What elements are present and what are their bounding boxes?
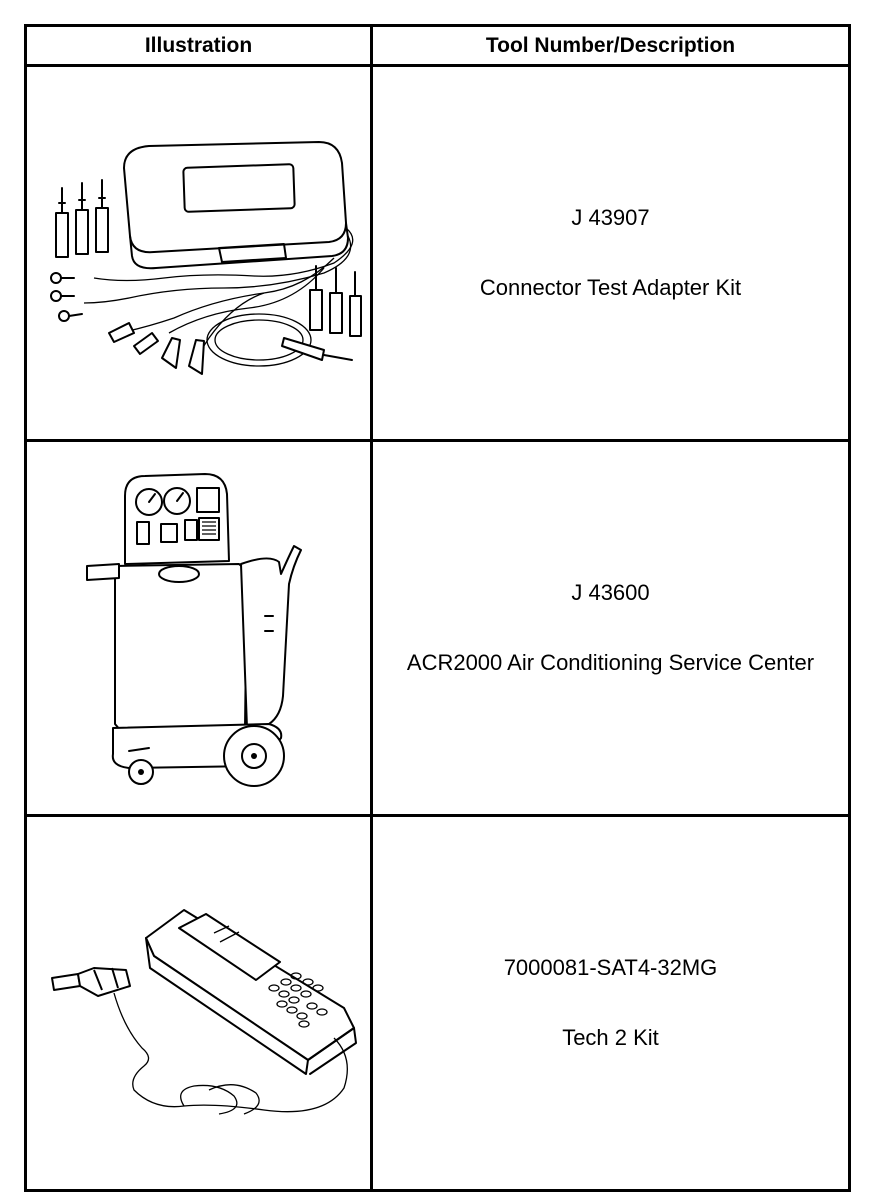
- table-row: J 43600 ACR2000 Air Conditioning Service…: [24, 439, 851, 817]
- illustration-cell: [24, 64, 373, 442]
- description-cell: J 43907 Connector Test Adapter Kit: [370, 64, 851, 442]
- tool-number: J 43600: [571, 580, 650, 605]
- illustration-cell: [24, 439, 373, 817]
- description-cell: J 43600 ACR2000 Air Conditioning Service…: [370, 439, 851, 817]
- table-row: J 43907 Connector Test Adapter Kit: [24, 64, 851, 442]
- table-row: 7000081-SAT4-32MG Tech 2 Kit: [24, 814, 851, 1192]
- tool-number: J 43907: [571, 205, 650, 230]
- connector-test-adapter-kit-illustration: [49, 141, 362, 375]
- tool-table: Illustration Tool Number/Description: [24, 24, 851, 1192]
- ac-service-center-illustration: [85, 472, 302, 787]
- header-row: Illustration Tool Number/Description: [24, 24, 851, 67]
- tool-description: ACR2000 Air Conditioning Service Center: [406, 650, 815, 675]
- header-tool-description: Tool Number/Description: [370, 24, 851, 67]
- tool-description: Connector Test Adapter Kit: [479, 275, 742, 300]
- tech2-scan-tool-illustration: [50, 909, 357, 1115]
- tool-description: Tech 2 Kit: [562, 1025, 659, 1050]
- description-cell: 7000081-SAT4-32MG Tech 2 Kit: [370, 814, 851, 1192]
- tool-number: 7000081-SAT4-32MG: [503, 955, 718, 980]
- illustration-cell: [24, 814, 373, 1192]
- header-illustration: Illustration: [24, 24, 373, 67]
